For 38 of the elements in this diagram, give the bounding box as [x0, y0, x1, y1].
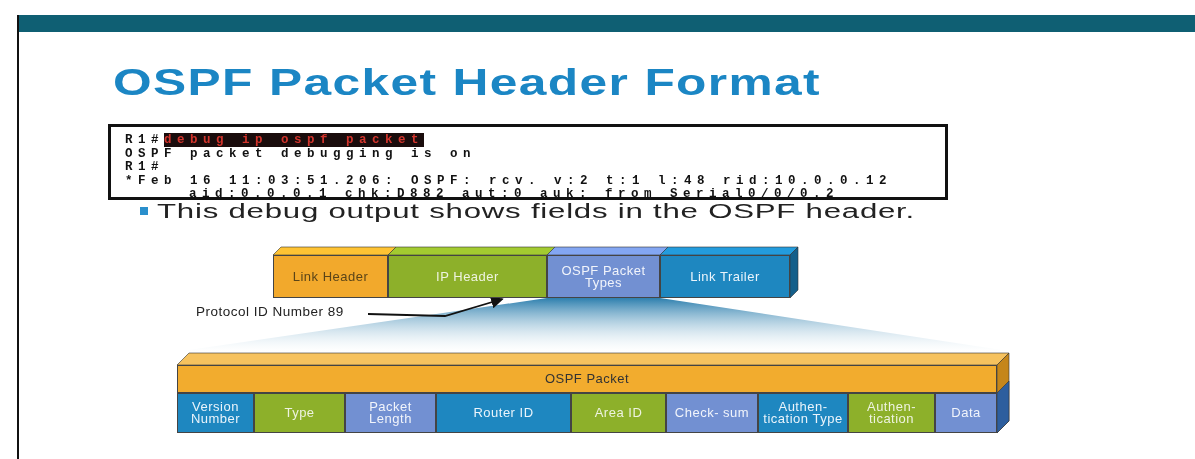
- field-label: Packet Length: [368, 401, 413, 425]
- field-block: [345, 393, 436, 433]
- field-block: [254, 393, 345, 433]
- field-label: Data: [950, 407, 982, 419]
- bullet-text: This debug output shows fields in the OSPF header.: [157, 200, 915, 223]
- console-text: R1#: [125, 133, 164, 147]
- field-label: Router ID: [472, 407, 535, 419]
- field-block: [758, 393, 848, 433]
- field-block: [660, 255, 790, 298]
- field-block: [436, 393, 571, 433]
- field-label: OSPF Packet: [543, 373, 631, 385]
- field-label: OSPF Packet Types: [560, 264, 647, 289]
- field-label: Type: [283, 407, 316, 419]
- console-text: *Feb 16 11:03:51.206: OSPF: rcv. v:2 t:1 l:48 rid:10.0.0.12: [125, 173, 893, 188]
- callout-text: Protocol ID Number 89: [196, 302, 366, 322]
- field-label: Check- sum: [673, 407, 751, 419]
- field-block: [571, 393, 666, 433]
- console-text: aid:0.0.0.1 chk:D882 aut:0 auk: from Serial0/0/0.2: [189, 187, 840, 201]
- field-block: [848, 393, 935, 433]
- field-block: [666, 393, 758, 433]
- field-label: IP Header: [435, 270, 500, 283]
- console-text: OSPF packet debugging is on: [125, 146, 477, 161]
- field-block: [177, 393, 254, 433]
- field-block: [547, 255, 660, 298]
- packet-bar: [177, 365, 997, 393]
- field-label: Area ID: [593, 407, 644, 419]
- field-label: Authen- tication: [865, 401, 917, 425]
- field-block: [388, 255, 547, 298]
- field-block: [935, 393, 997, 433]
- highlighted-command: debug ip ospf packet: [164, 133, 425, 147]
- console-text: R1#: [125, 160, 164, 174]
- field-block: [273, 255, 388, 298]
- field-label: Link Trailer: [689, 270, 761, 283]
- field-label: Authen- tication Type: [762, 401, 844, 425]
- field-label: Version Number: [189, 401, 242, 425]
- arrow: [367, 296, 504, 317]
- slide-title: OSPF Packet Header Format: [113, 62, 821, 104]
- field-label: Link Header: [291, 270, 370, 283]
